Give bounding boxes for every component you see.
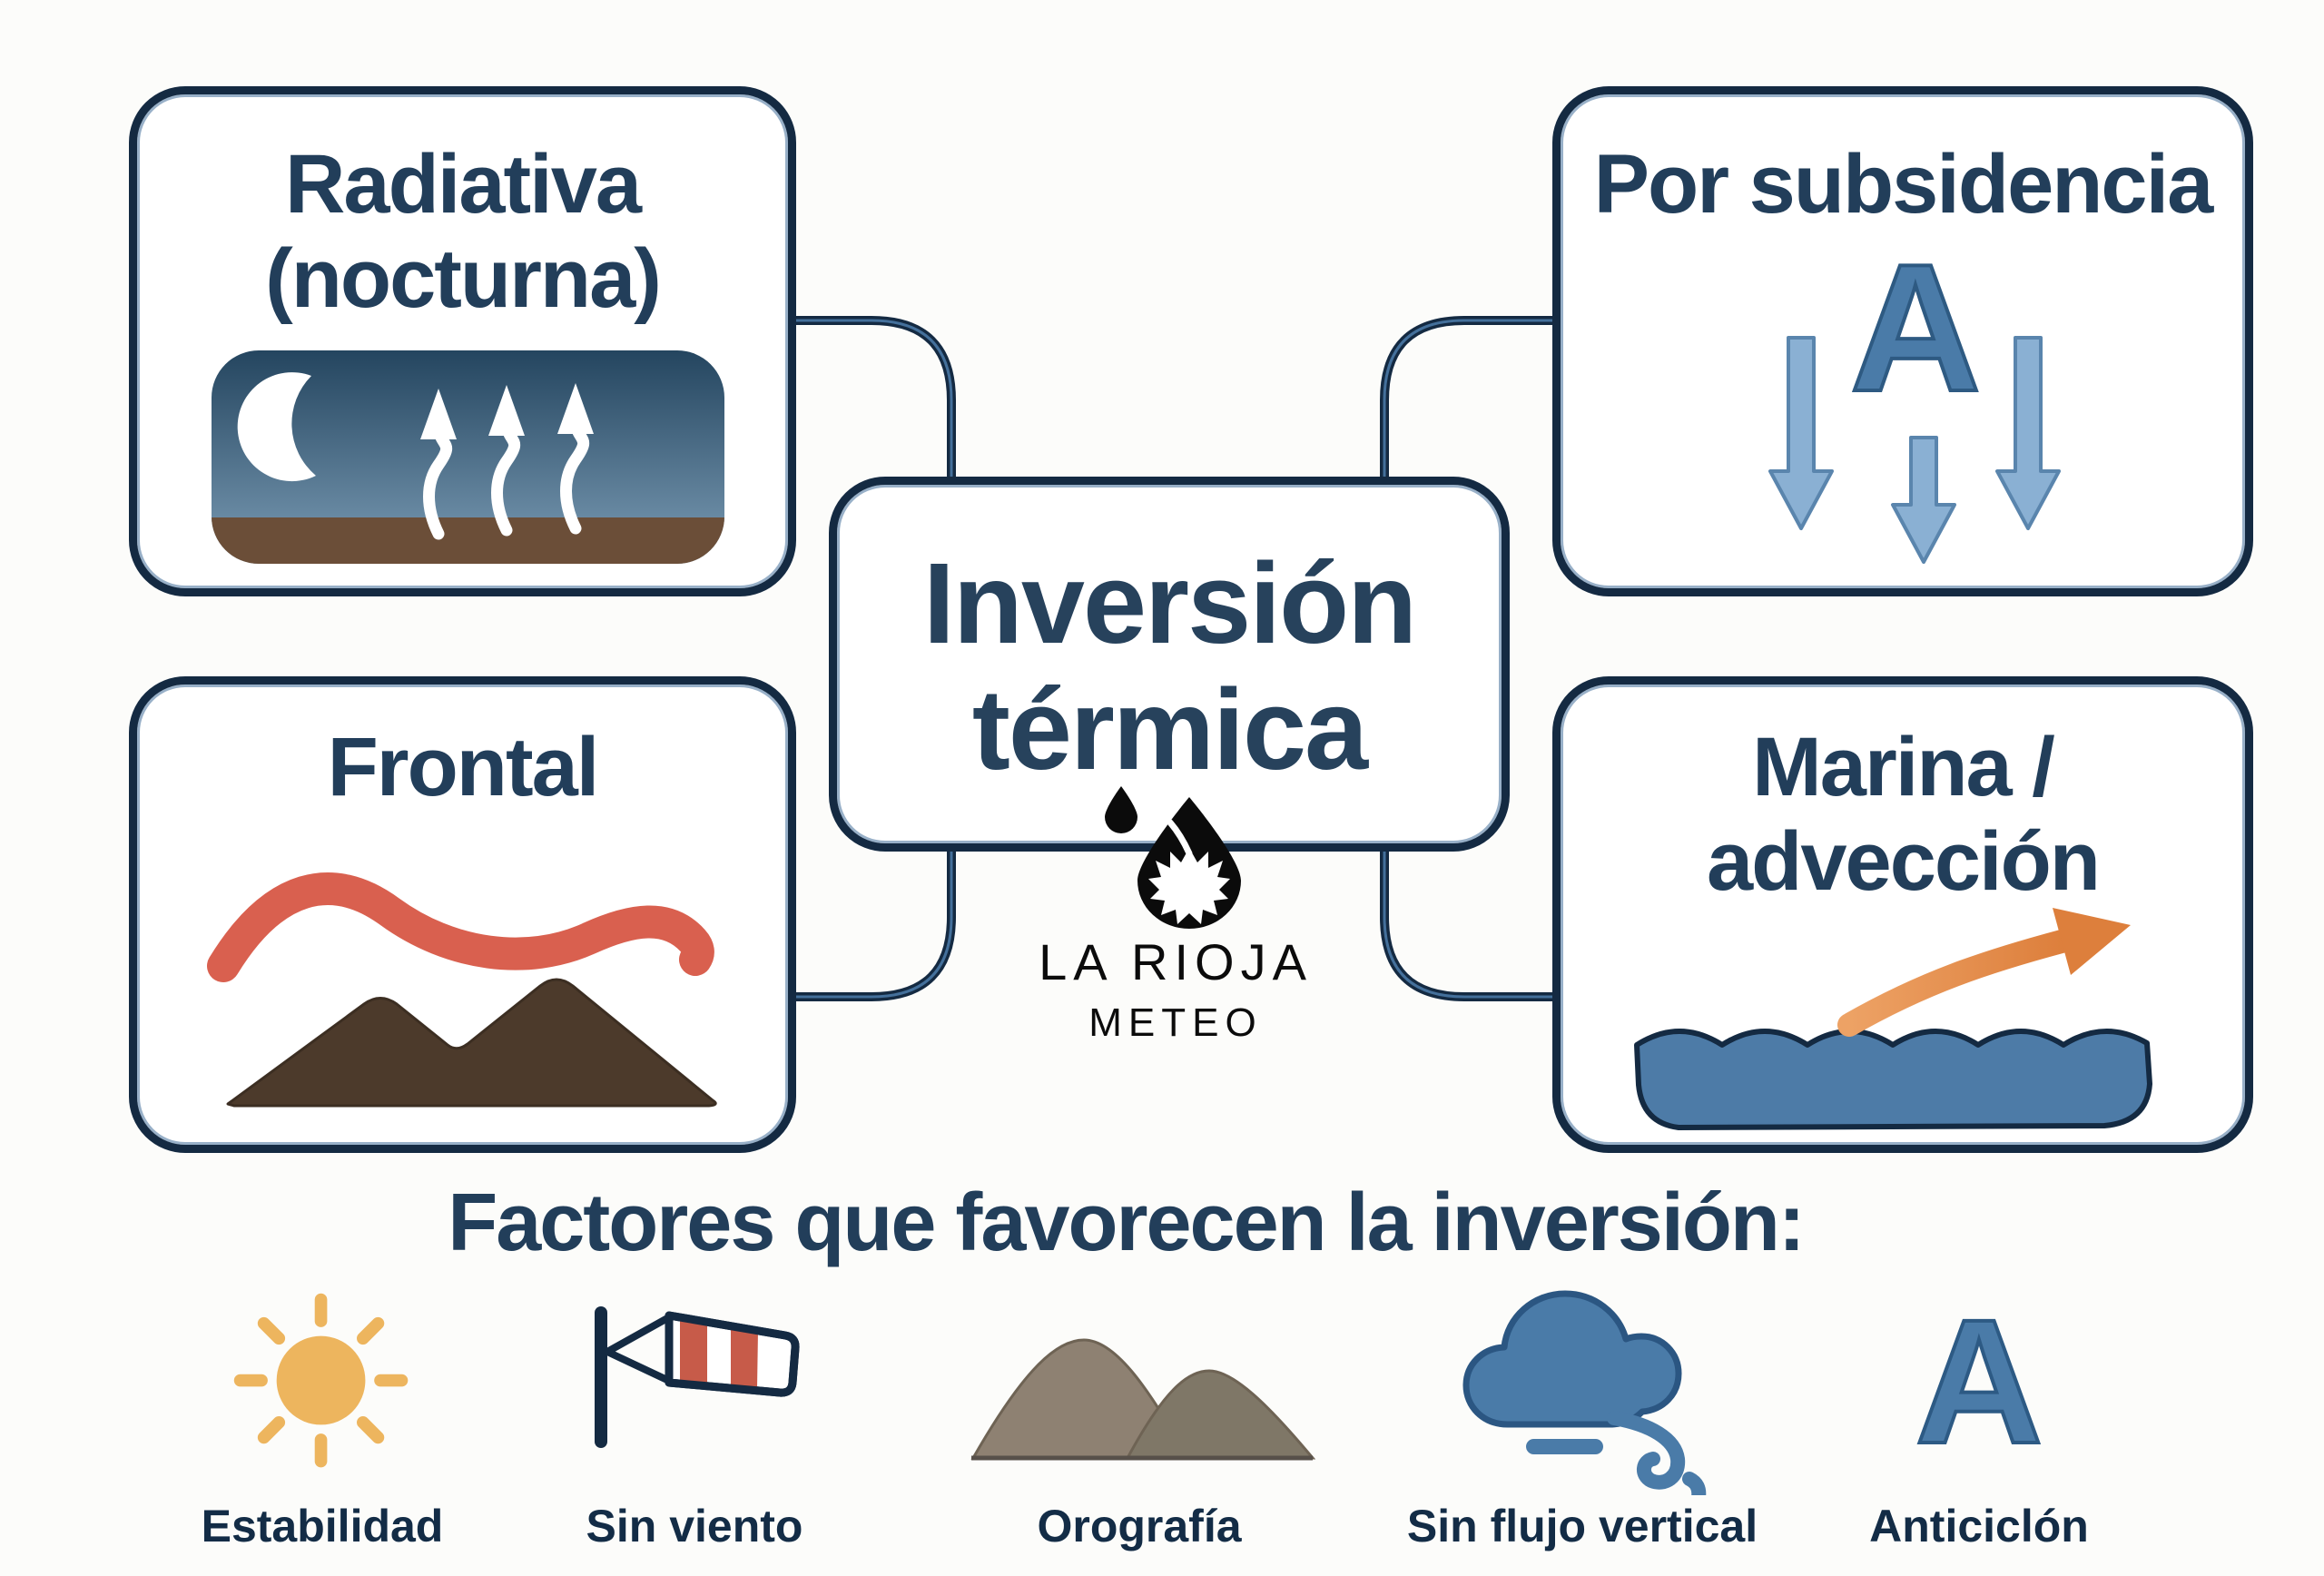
brand-subtitle: METEO — [1088, 1000, 1263, 1045]
brand-logo: LA RIOJA METEO — [994, 781, 1357, 1046]
sun-icon — [233, 1293, 408, 1467]
ground-band — [212, 517, 724, 564]
connector-bottom-left — [792, 847, 956, 1001]
category-box-radiativa: Radiativa (nocturna) — [129, 86, 796, 596]
vine-leaf-icon — [1148, 848, 1230, 924]
central-title-line2: térmica — [971, 665, 1368, 793]
night-radiation-illustration — [212, 350, 724, 564]
connector-bottom-right — [1380, 847, 1554, 1001]
connector-top-left — [792, 316, 956, 481]
windsock-icon — [595, 1306, 800, 1448]
marina-title-line1: Marina / — [1752, 721, 2055, 813]
factor-label-anticiclon: Anticiclón — [1869, 1501, 2089, 1551]
frontal-title: Frontal — [327, 721, 600, 813]
sea-water-icon — [1634, 1029, 2152, 1130]
radiativa-title-line1: Radiativa — [284, 138, 642, 231]
droplet-logo-icon — [1105, 786, 1241, 930]
factor-label-estabilidad: Estabilidad — [201, 1501, 444, 1551]
anticyclone-letter: A — [1848, 227, 1983, 429]
wind-cloud-icon — [1462, 1290, 1707, 1495]
category-box-subsidencia: Por subsidencia A — [1552, 86, 2253, 596]
category-box-marina: Marina / advección — [1552, 676, 2253, 1153]
central-title-line1: Inversión — [922, 539, 1417, 667]
brand-name: LA RIOJA — [1039, 933, 1313, 990]
factor-item-estabilidad: Estabilidad — [123, 1273, 522, 1552]
connector-top-right — [1380, 316, 1554, 481]
category-box-frontal: Frontal — [129, 676, 796, 1153]
factor-item-anticiclon: A Anticiclón — [1779, 1273, 2179, 1552]
front-mountains-icon — [226, 978, 717, 1108]
factor-label-orografia: Orografía — [1037, 1501, 1242, 1551]
advection-arrow-icon — [1837, 908, 2131, 1037]
factor-item-sin-viento: Sin viento — [495, 1273, 894, 1552]
factor-item-orografia: Orografía — [940, 1273, 1339, 1552]
heat-escape-arrows-icon — [420, 383, 594, 540]
anticyclone-a-icon: A — [1914, 1282, 2045, 1481]
factor-label-sin-flujo-vertical: Sin flujo vertical — [1406, 1501, 1758, 1551]
central-topic-box: Inversión térmica — [829, 477, 1510, 852]
warm-front-illustration — [207, 872, 717, 1108]
factors-heading: Factores que favorecen la inversión: — [448, 1177, 1806, 1268]
factor-label-sin-viento: Sin viento — [586, 1501, 803, 1551]
factor-item-sin-flujo-vertical: Sin flujo vertical — [1355, 1273, 1809, 1552]
marina-title-line2: advección — [1707, 814, 2101, 908]
radiativa-title-line2: (nocturna) — [265, 231, 662, 325]
mountains-icon — [970, 1337, 1316, 1460]
crescent-moon-icon — [237, 372, 316, 482]
subsidence-arrows-icon — [1768, 336, 2061, 564]
marine-advection-illustration — [1634, 908, 2152, 1130]
subsidencia-title: Por subsidencia — [1593, 138, 2214, 231]
front-wave-icon — [207, 872, 714, 982]
